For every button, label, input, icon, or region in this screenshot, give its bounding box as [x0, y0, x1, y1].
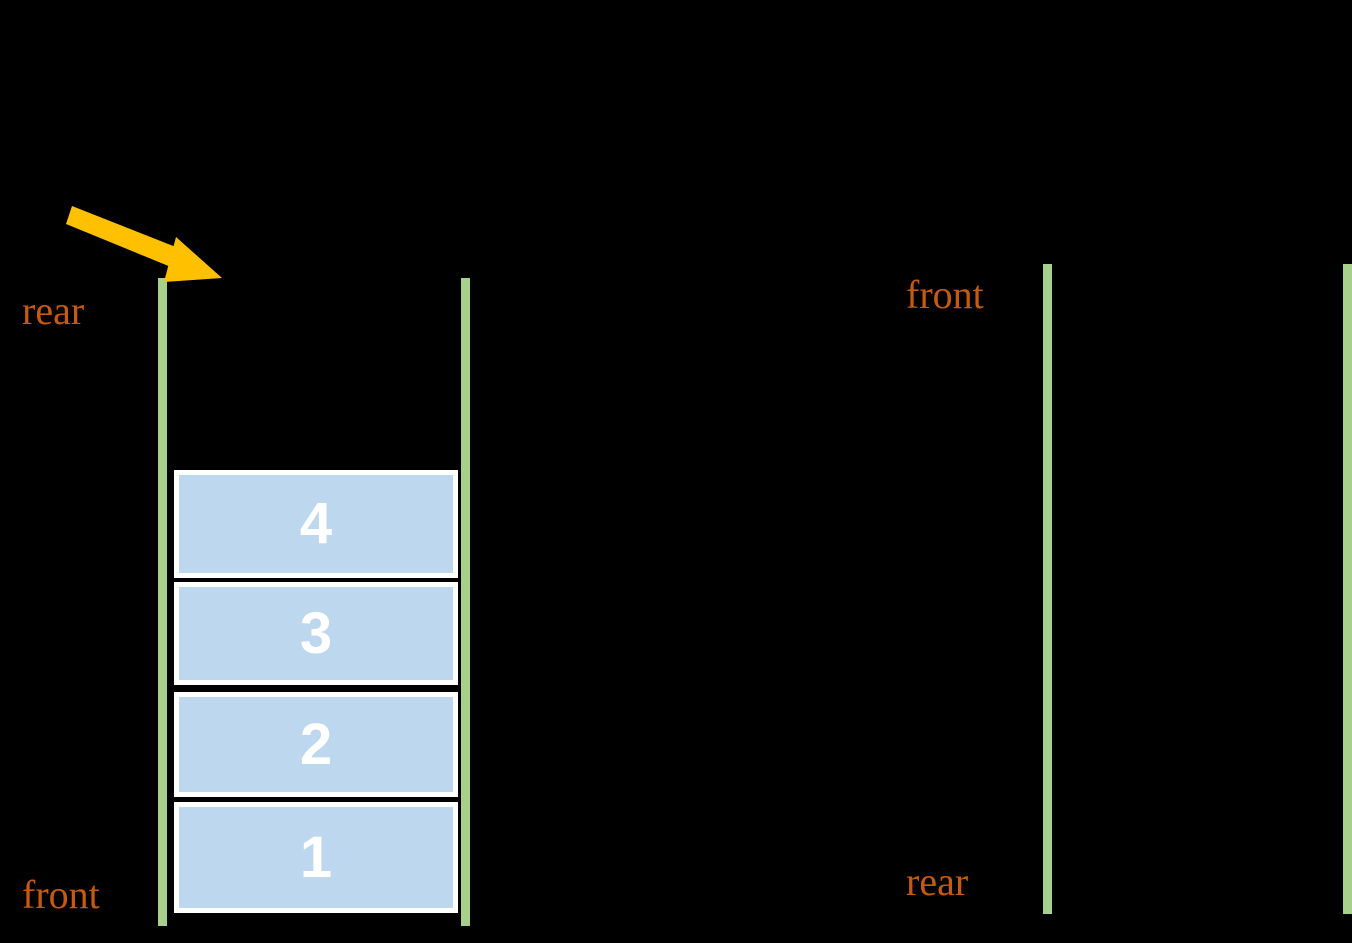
- left-queue-cell-1[interactable]: 1: [174, 802, 458, 913]
- right-queue-front-label: front: [906, 272, 984, 317]
- right-queue-right-rail: [1343, 264, 1352, 914]
- right-queue-left-rail: [1043, 264, 1052, 914]
- right-queue-rear-label: rear: [906, 859, 969, 904]
- left-queue-front-label: front: [22, 872, 100, 917]
- left-queue-cell-4[interactable]: 4: [174, 470, 458, 578]
- left-queue-left-rail: [158, 278, 167, 926]
- left-queue-right-rail: [461, 278, 470, 926]
- left-queue-cell-2[interactable]: 2: [174, 692, 458, 797]
- left-queue-cell-3[interactable]: 3: [174, 582, 458, 685]
- left-queue-rear-label: rear: [22, 288, 85, 333]
